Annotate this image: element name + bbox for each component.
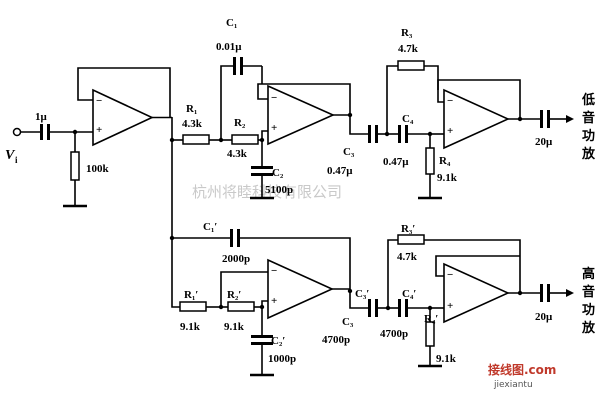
low-chain: R₁ 4.3k C₁ 0.01μ R₂ 4.3k C₂ 5100p − + (172, 17, 596, 200)
svg-text:低: 低 (581, 92, 595, 108)
low-c4-name: C₄ (402, 113, 414, 125)
high-r4-val: 9.1k (436, 353, 457, 365)
low-r3-name: R₃ (401, 27, 413, 39)
low-c2 (251, 166, 273, 169)
high-c3-name: C₃′ (355, 288, 369, 300)
low-c3-val: 0.47μ (327, 165, 353, 177)
high-c3-val: 4700p (322, 334, 350, 346)
high-chain: C₁′ 2000p R₁′ 9.1k R₂′ 9.1k C₂′ 1000p − … (171, 221, 596, 377)
high-c3-sub: C₃ (342, 316, 354, 328)
low-out-cap (540, 110, 543, 128)
buffer-minus: − (96, 95, 102, 107)
low-c2-val: 5100p (265, 184, 293, 196)
high-c2-val: 1000p (268, 353, 296, 365)
low-c1-name: C₁ (226, 17, 237, 29)
low-c3 (368, 125, 371, 143)
low-opamp-2 (443, 88, 510, 150)
low-r4-name: R₄ (439, 155, 451, 167)
input-symbol-sub: i (15, 155, 18, 165)
high-r3-val: 4.7k (397, 251, 418, 263)
high-r2-name: R₂′ (227, 289, 241, 301)
high-r1-val: 9.1k (180, 321, 201, 333)
high-r4 (425, 321, 435, 347)
low-opamp-1 (267, 84, 335, 146)
low-r1-val: 4.3k (182, 118, 203, 130)
input-capacitor (40, 124, 50, 140)
bias-resistor-100k (70, 151, 80, 181)
svg-text:+: + (271, 295, 277, 307)
svg-text:音: 音 (582, 284, 595, 300)
low-r1 (182, 134, 210, 145)
low-r3-val: 4.7k (398, 43, 419, 55)
bias-res-label: 100k (86, 163, 110, 175)
high-r3-name: R₃′ (401, 223, 415, 235)
high-c4 (398, 299, 401, 317)
high-opamp-1 (267, 258, 334, 320)
high-r3 (397, 234, 425, 245)
low-r4 (425, 147, 435, 175)
high-r2-val: 9.1k (224, 321, 245, 333)
svg-text:−: − (447, 95, 453, 107)
high-c4-val: 4700p (380, 328, 408, 340)
buffer-plus: + (96, 124, 102, 136)
high-c1-val: 2000p (222, 253, 250, 265)
svg-text:功: 功 (582, 129, 595, 144)
high-c4-name: C₄′ (402, 288, 416, 300)
input-symbol: V (5, 148, 16, 163)
svg-text:功: 功 (582, 303, 595, 318)
high-r1-name: R₁′ (184, 289, 198, 301)
low-c1-val: 0.01μ (216, 41, 242, 53)
low-r3 (397, 60, 425, 71)
low-c2-name: C₂ (272, 167, 284, 179)
svg-text:放: 放 (581, 146, 596, 162)
low-r2-name: R₂ (234, 117, 246, 129)
buffer-opamp: − + (77, 67, 172, 147)
logo-text: 接线图.com (488, 362, 556, 377)
input-cap-label: 1μ (35, 111, 48, 123)
svg-text:+: + (271, 122, 277, 134)
svg-text:高: 高 (582, 266, 595, 282)
high-c2 (251, 335, 273, 338)
svg-text:+: + (447, 125, 453, 137)
svg-text:+: + (447, 300, 453, 312)
low-c3-name: C₃ (343, 146, 355, 158)
high-r2 (227, 301, 255, 312)
high-r4-name: R₄′ (424, 313, 438, 325)
high-out-cap-val: 20μ (535, 311, 553, 323)
high-c3 (368, 299, 371, 317)
low-r1-name: R₁ (186, 103, 197, 115)
site-logo: 接线图.com jiexiantu (488, 362, 556, 390)
high-out-cap (540, 284, 543, 302)
low-output-label: 低 音 功 放 (581, 92, 596, 162)
low-r4-val: 9.1k (437, 172, 458, 184)
svg-text:−: − (447, 269, 453, 281)
svg-text:放: 放 (581, 320, 596, 336)
input-section: V i 1μ 100k (5, 111, 110, 208)
logo-sub: jiexiantu (493, 380, 533, 390)
low-c1 (233, 57, 236, 75)
high-output-label: 高 音 功 放 (581, 266, 596, 336)
svg-text:音: 音 (582, 110, 595, 126)
low-r2 (231, 134, 259, 145)
low-c4-val: 0.47μ (383, 156, 409, 168)
low-r2-val: 4.3k (227, 148, 248, 160)
high-opamp-2 (443, 262, 510, 324)
low-out-cap-val: 20μ (535, 136, 553, 148)
svg-text:−: − (271, 92, 277, 104)
watermark-text: 杭州将睦科技有限公司 (192, 183, 342, 201)
low-c4 (398, 125, 401, 143)
low-out-arrow (566, 115, 574, 123)
svg-text:−: − (271, 265, 277, 277)
high-c2-name: C₂′ (271, 335, 285, 347)
input-terminal (12, 127, 22, 137)
high-out-arrow (566, 289, 574, 297)
high-r1 (179, 301, 207, 312)
high-c1-name: C₁′ (203, 221, 217, 233)
high-c1 (230, 229, 233, 247)
